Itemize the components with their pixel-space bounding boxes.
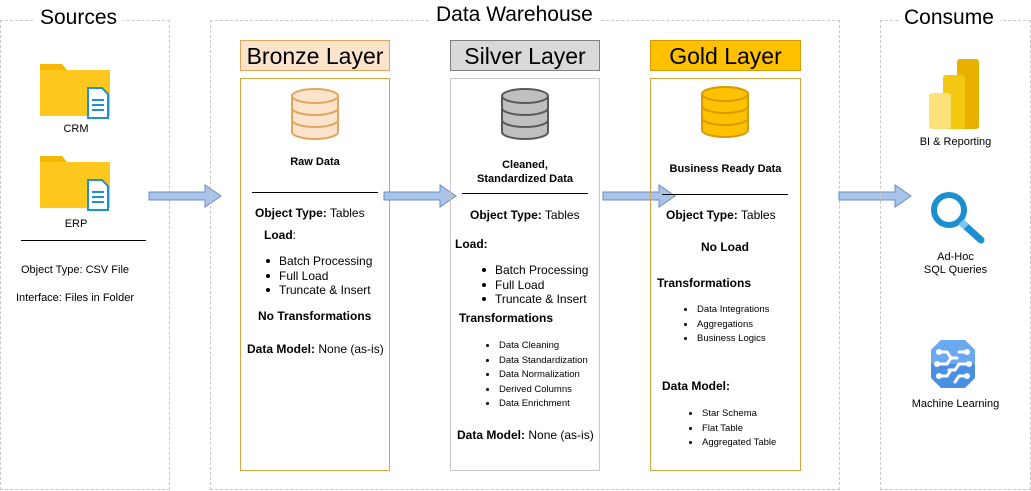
gold-layer-box (650, 78, 801, 471)
bronze-object-type: Object Type: Tables (255, 206, 365, 220)
silver-load-label: Load: (455, 237, 488, 251)
flow-arrow (383, 184, 457, 208)
silver-transformations-list: Data Cleaning Data Standardization Data … (483, 339, 588, 412)
flow-arrow (838, 184, 912, 208)
consume-ml-label: Machine Learning (911, 398, 1000, 410)
brain-icon (931, 340, 975, 388)
list-item: Full Load (263, 269, 372, 284)
bronze-subtitle: Raw Data (290, 156, 340, 168)
sources-title: Sources (34, 6, 124, 30)
list-item: Data Normalization (483, 368, 588, 383)
consume-sql-label: Ad-Hoc SQL Queries (923, 251, 988, 276)
sources-interface: Interface: Files in Folder (16, 292, 134, 304)
bronze-transformations: No Transformations (258, 309, 372, 323)
magnifier-icon (931, 192, 985, 244)
bronze-layer-box (240, 78, 390, 471)
list-item: Truncate & Insert (479, 292, 588, 307)
gold-data-model-list: Star Schema Flat Table Aggregated Table (686, 407, 776, 451)
silver-layer-title: Silver Layer (450, 40, 600, 71)
database-icon (501, 88, 549, 140)
gold-subtitle: Business Ready Data (669, 163, 782, 175)
gold-load: No Load (701, 240, 749, 254)
gold-data-model-label: Data Model: (662, 379, 731, 393)
gold-transformations-label: Transformations (657, 276, 752, 290)
bronze-divider (252, 192, 378, 193)
list-item: Aggregated Table (686, 436, 776, 451)
silver-data-model: Data Model: None (as-is) (457, 428, 594, 442)
sources-divider (21, 240, 146, 241)
list-item: Data Standardization (483, 354, 588, 369)
source-erp-label: ERP (64, 218, 88, 230)
gold-object-type: Object Type: Tables (666, 208, 776, 222)
list-item: Flat Table (686, 422, 776, 437)
warehouse-title: Data Warehouse (430, 3, 599, 27)
silver-transformations-label: Transformations (459, 311, 554, 325)
consume-bi-label: BI & Reporting (919, 136, 992, 148)
folder-document-icon (40, 64, 110, 119)
bronze-load-label: Load: (264, 228, 297, 242)
gold-layer-title: Gold Layer (650, 40, 801, 71)
list-item: Star Schema (686, 407, 776, 422)
database-icon (291, 88, 339, 140)
bronze-load-list: Batch Processing Full Load Truncate & In… (263, 254, 372, 298)
list-item: Derived Columns (483, 383, 588, 398)
list-item: Batch Processing (479, 263, 588, 278)
source-crm-label: CRM (63, 123, 89, 135)
bronze-data-model: Data Model: None (as-is) (247, 342, 384, 356)
list-item: Full Load (479, 278, 588, 293)
flow-arrow (602, 184, 676, 208)
folder-document-icon (40, 156, 110, 211)
database-icon (701, 86, 749, 138)
list-item: Aggregations (681, 318, 769, 333)
consume-title: Consume (898, 6, 1000, 30)
list-item: Data Integrations (681, 303, 769, 318)
silver-layer-box (450, 78, 600, 471)
power-bi-icon (929, 59, 979, 129)
flow-arrow (148, 184, 222, 208)
list-item: Batch Processing (263, 254, 372, 269)
silver-subtitle: Cleaned, Standardized Data (477, 159, 573, 185)
list-item: Data Enrichment (483, 397, 588, 412)
silver-object-type: Object Type: Tables (470, 208, 580, 222)
gold-transformations-list: Data Integrations Aggregations Business … (681, 303, 769, 347)
bronze-layer-title: Bronze Layer (240, 40, 390, 71)
list-item: Truncate & Insert (263, 283, 372, 298)
list-item: Data Cleaning (483, 339, 588, 354)
sources-object-type: Object Type: CSV File (21, 264, 130, 276)
list-item: Business Logics (681, 332, 769, 347)
silver-divider (462, 193, 588, 194)
gold-divider (662, 194, 788, 195)
silver-load-list: Batch Processing Full Load Truncate & In… (479, 263, 588, 307)
